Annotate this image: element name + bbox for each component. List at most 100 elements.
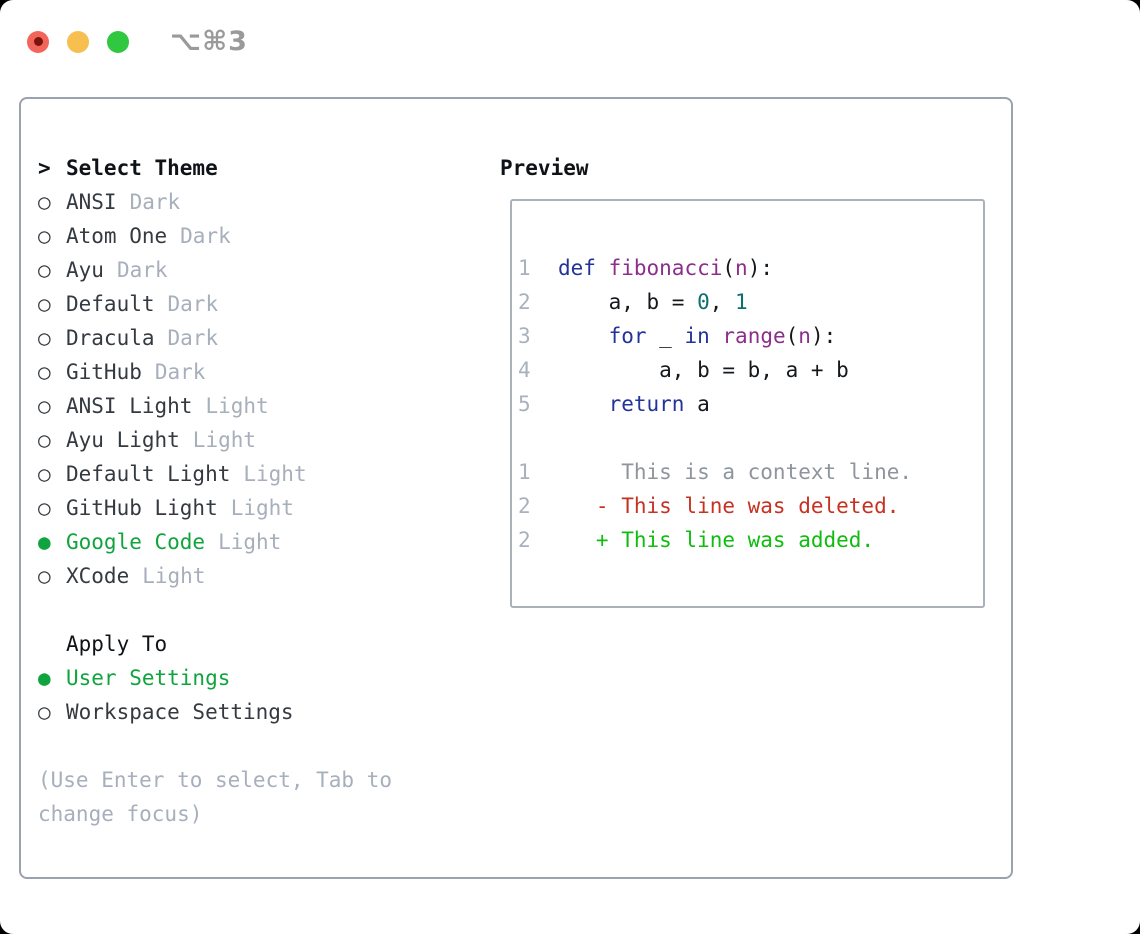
code-token: , <box>709 290 736 314</box>
code-token: fibonacci <box>608 256 723 280</box>
theme-variant-tag: Light <box>205 394 269 418</box>
preview-code-line: 3 for _ in range(n): <box>518 319 983 353</box>
theme-option-ansi-light[interactable]: ○ ANSI Light Light <box>38 389 500 423</box>
select-theme-title: Select Theme <box>66 156 218 180</box>
theme-variant-tag: Dark <box>116 258 168 282</box>
close-button[interactable] <box>27 30 49 53</box>
code-token: a, b = b, a + b <box>558 358 849 382</box>
apply-to-option-user-settings[interactable]: ●User Settings <box>38 661 500 695</box>
theme-variant-tag: Light <box>243 462 307 486</box>
code-token: a, b = <box>558 290 698 314</box>
theme-variant-tag: Light <box>230 496 294 520</box>
theme-variant-tag: Dark <box>154 360 206 384</box>
line-content: a, b = b, a + b <box>558 353 849 387</box>
theme-option-ansi[interactable]: ○ ANSI Dark <box>38 185 500 219</box>
line-number <box>518 421 558 455</box>
preview-diff-line: 1 This is a context line. <box>518 455 983 489</box>
titlebar: ⌥⌘3 <box>27 26 248 57</box>
theme-option-label: ANSI Light <box>66 394 193 418</box>
theme-option-label: Dracula <box>66 326 155 350</box>
theme-variant-tag: Light <box>142 564 206 588</box>
theme-option-label: ANSI <box>66 190 117 214</box>
theme-variant-tag: Dark <box>180 224 231 248</box>
radio-selected-icon: ● <box>38 530 51 554</box>
radio-icon: ○ <box>38 224 51 248</box>
radio-icon: ○ <box>38 462 51 486</box>
spacer <box>38 729 500 763</box>
theme-option-label: Ayu Light <box>66 428 180 452</box>
minimize-button[interactable] <box>67 30 89 53</box>
code-token: def <box>558 256 596 280</box>
line-content: This is a context line. <box>558 455 912 489</box>
line-content: def fibonacci(n): <box>558 251 773 285</box>
theme-variant-tag: Dark <box>129 190 181 214</box>
select-theme-header: > Select Theme <box>38 151 500 185</box>
code-token <box>558 324 609 348</box>
theme-option-xcode[interactable]: ○ XCode Light <box>38 559 500 593</box>
code-token: n <box>735 256 748 280</box>
radio-icon: ○ <box>38 700 51 724</box>
line-content: - This line was deleted. <box>558 489 899 523</box>
line-number: 2 <box>518 528 531 552</box>
spacer <box>38 593 500 627</box>
line-content: for _ in range(n): <box>558 319 837 353</box>
code-token: ): <box>747 256 773 280</box>
radio-icon: ○ <box>38 292 51 316</box>
apply-to-option-workspace-settings[interactable]: ○Workspace Settings <box>38 695 500 729</box>
code-token: return <box>608 392 685 416</box>
code-token: a <box>684 392 710 416</box>
code-token: in <box>684 324 710 348</box>
line-number: 5 <box>518 392 531 416</box>
code-token: ( <box>722 256 736 280</box>
preview-code-line: 2 a, b = 0, 1 <box>518 285 983 319</box>
line-number: 2 <box>518 290 531 314</box>
code-token: _ <box>646 324 685 348</box>
maximize-button[interactable] <box>107 30 129 53</box>
help-text-line-1: (Use Enter to select, Tab to <box>38 768 393 792</box>
apply-to-title: Apply To <box>66 632 168 656</box>
radio-icon: ○ <box>38 564 51 588</box>
radio-icon: ○ <box>38 190 51 214</box>
theme-option-label: Atom One <box>66 224 168 248</box>
line-number: 2 <box>518 494 531 518</box>
radio-icon: ○ <box>38 326 51 350</box>
code-token <box>710 324 723 348</box>
code-token <box>558 392 609 416</box>
code-token: 1 <box>735 290 748 314</box>
theme-option-label: Default Light <box>66 462 231 486</box>
prompt-caret-icon: > <box>38 156 51 180</box>
code-token: 0 <box>697 290 710 314</box>
theme-variant-tag: Dark <box>167 292 219 316</box>
preview-code-line: 4 a, b = b, a + b <box>518 353 983 387</box>
theme-option-atom-one[interactable]: ○ Atom One Dark <box>38 219 500 253</box>
theme-option-default-light[interactable]: ○ Default Light Light <box>38 457 500 491</box>
code-token: for <box>608 324 647 348</box>
radio-icon: ○ <box>38 394 51 418</box>
code-token: ( <box>785 324 799 348</box>
apply-to-header: Apply To <box>38 627 500 661</box>
radio-icon: ○ <box>38 428 51 452</box>
theme-option-label: Google Code <box>66 530 206 554</box>
theme-option-label: Ayu <box>66 258 104 282</box>
radio-icon: ○ <box>38 496 51 520</box>
apply-to-option-label: User Settings <box>66 666 231 690</box>
theme-option-label: XCode <box>66 564 130 588</box>
radio-icon: ○ <box>38 360 51 384</box>
window-shortcut-label: ⌥⌘3 <box>170 26 248 57</box>
preview-title: Preview <box>500 156 589 180</box>
code-token: range <box>722 324 786 348</box>
